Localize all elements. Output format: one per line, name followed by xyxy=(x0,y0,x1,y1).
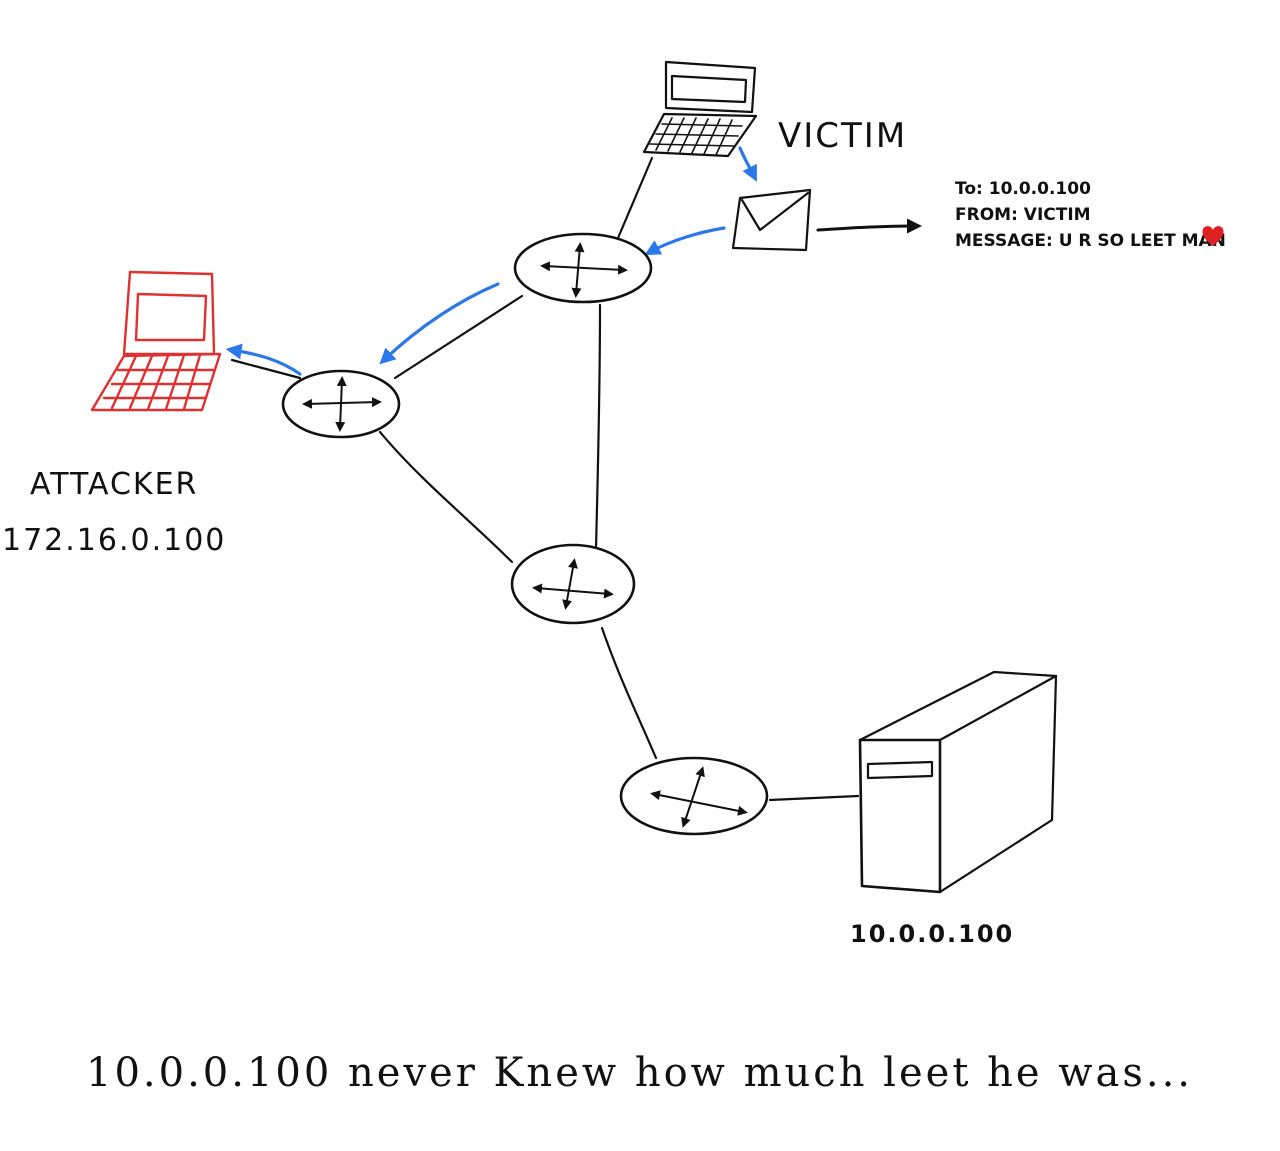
attacker-label: ATTACKER xyxy=(30,467,198,502)
router-1-icon xyxy=(513,232,653,304)
packet-to: To: 10.0.0.100 xyxy=(955,179,1091,199)
victim-laptop-icon xyxy=(642,60,758,158)
server-icon xyxy=(858,670,1058,894)
link-router2-router3 xyxy=(378,430,514,564)
link-router1-router2 xyxy=(393,294,524,380)
router-2-icon xyxy=(281,369,401,439)
packet-message: MESSAGE: U R SO LEET MAN xyxy=(955,231,1226,251)
router-4-icon xyxy=(619,756,769,836)
server-ip: 10.0.0.100 xyxy=(850,920,1014,948)
envelope-icon xyxy=(731,188,812,252)
link-router3-router4 xyxy=(600,626,658,760)
attacker-laptop-icon xyxy=(90,270,222,412)
link-router1-router3 xyxy=(594,303,602,550)
link-router4-server xyxy=(768,794,860,802)
attacker-ip: 172.16.0.100 xyxy=(2,523,226,558)
flow-arrow-router1-to-router2 xyxy=(379,282,500,365)
caption-text: 10.0.0.100 never Knew how much leet he w… xyxy=(86,1050,1193,1096)
link-attacker-router2 xyxy=(230,358,302,380)
victim-label: VICTIM xyxy=(778,116,907,156)
packet-details: To: 10.0.0.100 FROM: VICTIM MESSAGE: U R… xyxy=(955,179,1226,251)
link-victim-router1 xyxy=(616,156,654,240)
router-3-icon xyxy=(510,543,636,625)
packet-detail-arrow xyxy=(816,218,922,234)
heart-icon xyxy=(1202,226,1224,246)
network-links xyxy=(230,156,860,802)
flow-arrow-victim-to-packet xyxy=(738,146,757,182)
flow-arrow-packet-to-router1 xyxy=(644,226,726,256)
flow-arrow-router2-to-attacker xyxy=(225,343,302,376)
packet-from: FROM: VICTIM xyxy=(955,205,1091,225)
